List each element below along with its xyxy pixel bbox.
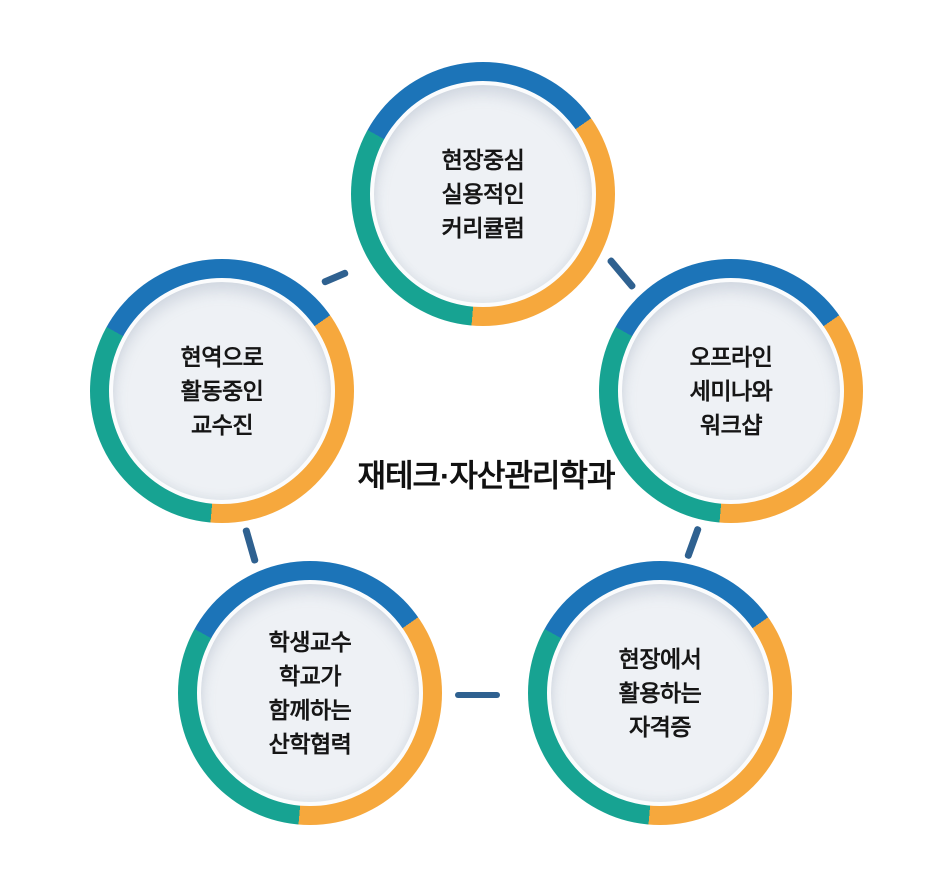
label-line: 세미나와 bbox=[689, 378, 773, 404]
label-line: 산학협력 bbox=[268, 731, 352, 757]
circle-label-cooperation: 학생교수 학교가 함께하는 산학협력 bbox=[269, 625, 352, 761]
department-title: 재테크·자산관리학과 bbox=[357, 458, 615, 494]
connector-dash-bottom-mid bbox=[455, 692, 500, 698]
ring-circle-seminar: 오프라인 세미나와 워크샵 bbox=[599, 259, 863, 523]
label-line: 학교가 bbox=[279, 663, 341, 689]
label-line: 학생교수 bbox=[268, 629, 352, 655]
label-line: 자격증 bbox=[629, 714, 691, 740]
label-line: 현장중심 bbox=[441, 147, 525, 173]
ring-circle-faculty: 현역으로 활동중인 교수진 bbox=[90, 259, 354, 523]
label-line: 활동중인 bbox=[180, 378, 264, 404]
ring-inner-disc: 현역으로 활동중인 교수진 bbox=[109, 278, 335, 504]
label-line: 현장에서 bbox=[618, 646, 702, 672]
circle-label-seminar: 오프라인 세미나와 워크샵 bbox=[690, 340, 773, 442]
ring-circle-cooperation: 학생교수 학교가 함께하는 산학협력 bbox=[178, 561, 442, 825]
ring-inner-disc: 학생교수 학교가 함께하는 산학협력 bbox=[197, 580, 423, 806]
ring-inner-disc: 오프라인 세미나와 워크샵 bbox=[618, 278, 844, 504]
connector-dash-right-bottom bbox=[683, 525, 703, 560]
label-line: 교수진 bbox=[191, 412, 253, 438]
ring-inner-disc: 현장중심 실용적인 커리큘럼 bbox=[370, 81, 596, 307]
label-line: 함께하는 bbox=[268, 697, 352, 723]
label-line: 활용하는 bbox=[618, 680, 702, 706]
connector-dash-top-right bbox=[606, 256, 637, 291]
ring-inner-disc: 현장에서 활용하는 자격증 bbox=[547, 580, 773, 806]
ring-circle-curriculum: 현장중심 실용적인 커리큘럼 bbox=[351, 62, 615, 326]
circle-label-faculty: 현역으로 활동중인 교수진 bbox=[181, 340, 264, 442]
label-line: 현역으로 bbox=[180, 344, 264, 370]
label-line: 커리큘럼 bbox=[441, 215, 525, 241]
ring-circle-certificate: 현장에서 활용하는 자격증 bbox=[528, 561, 792, 825]
label-line: 오프라인 bbox=[689, 344, 773, 370]
connector-dash-left-bottom bbox=[242, 526, 259, 565]
label-line: 실용적인 bbox=[441, 181, 525, 207]
connector-dash-top-left bbox=[320, 268, 350, 287]
label-line: 워크샵 bbox=[700, 412, 762, 438]
circle-label-curriculum: 현장중심 실용적인 커리큘럼 bbox=[442, 143, 525, 245]
circle-label-certificate: 현장에서 활용하는 자격증 bbox=[619, 642, 702, 744]
